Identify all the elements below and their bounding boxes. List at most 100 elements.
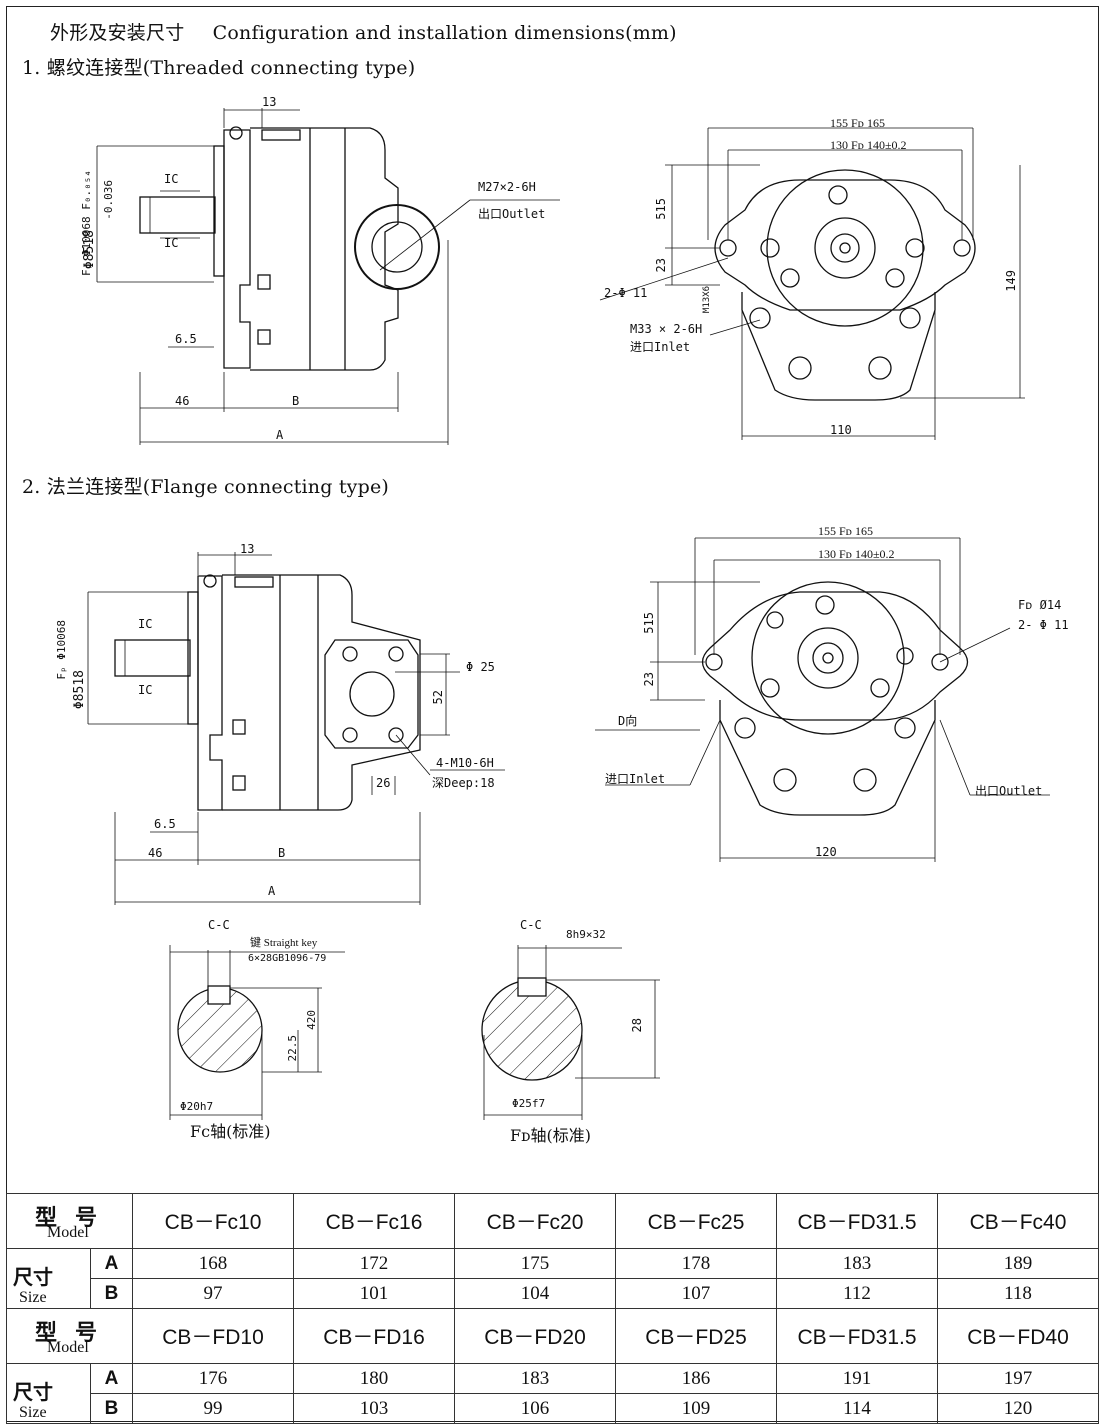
fc-b-value: 107: [615, 1278, 777, 1309]
size-header: 尺寸 Size: [6, 1248, 91, 1309]
fd-dia: Φ25f7: [512, 1097, 546, 1110]
d2-dim-13: 13: [240, 542, 255, 556]
fc-a-value: 175: [454, 1248, 616, 1279]
dim-b: B: [292, 394, 300, 408]
section2-heading: 2. 法兰连接型(Flange connecting type): [22, 476, 390, 498]
fc-model: CB－Fc25: [615, 1193, 777, 1249]
d2-ic-top: IC: [138, 617, 153, 631]
fc-model-row: 型号 Model CB－Fc10 CB－Fc16 CB－Fc20 CB－Fc25…: [6, 1193, 1099, 1249]
d2-dim-a: A: [268, 884, 276, 898]
d2-phi25: Φ 25: [466, 660, 495, 674]
section1-heading: 1. 螺纹连接型(Threaded connecting type): [22, 57, 416, 79]
fd-a-value: 191: [776, 1363, 938, 1394]
fd-a-row: 尺寸 Size A 176 180 183 186 191 197: [6, 1363, 1099, 1424]
fd-b-value: 120: [937, 1393, 1099, 1424]
d2-dim-46: 46: [148, 846, 163, 860]
fc-model: CB－Fc40: [937, 1193, 1099, 1249]
fc-model: CB－Fc20: [454, 1193, 616, 1249]
outlet-thread: M27×2-6H: [478, 180, 536, 194]
title-cn: 外形及安装尺寸: [50, 22, 185, 44]
end1-dim-130: 130 Fᴅ 140±0.2: [830, 138, 907, 152]
fc-key-spec: 6×28GB1096-79: [248, 953, 327, 964]
end2-dim-120: 120: [815, 845, 837, 859]
fc-b-value: 112: [776, 1278, 938, 1309]
fc-b-row: B 97 101 104 107 112 118: [7, 1278, 1099, 1309]
fd-dim-28: 28: [630, 1018, 644, 1033]
fd-b-value: 99: [132, 1393, 294, 1424]
model-header: 型号 Model: [6, 1193, 133, 1249]
fc-model: CB－Fc16: [293, 1193, 455, 1249]
end2-inlet: 进口Inlet: [605, 772, 666, 786]
ic-top-label: IC: [164, 172, 179, 186]
fc-key: 键 Straight key: [250, 937, 318, 949]
dim-a: A: [276, 428, 284, 442]
d2-dim-6-5: 6.5: [154, 817, 176, 831]
d2-dim-b: B: [278, 846, 286, 860]
fd-b-value: 106: [454, 1393, 616, 1424]
end2-holes: 2- Φ 11: [1018, 618, 1069, 632]
fc-caption: Fc轴(标准): [190, 1122, 271, 1141]
end1-m33: M33 × 2-6H: [630, 322, 703, 336]
model-header: 型号 Model: [6, 1308, 133, 1364]
end2-dim-155: 155 Fᴅ 165: [818, 524, 873, 538]
fc-b-value: 97: [132, 1278, 294, 1309]
fd-a-value: 176: [132, 1363, 294, 1394]
d2-deep: 深Deep:18: [432, 776, 495, 790]
fc-model: CB－Fc10: [132, 1193, 294, 1249]
dim-6-5: 6.5: [175, 332, 197, 346]
row-label-b: B: [90, 1393, 133, 1424]
end1-inlet: 进口Inlet: [630, 340, 691, 354]
fd-model: CB－FD20: [454, 1308, 616, 1364]
fd-spline: 8h9×32: [566, 928, 606, 941]
size-header: 尺寸 Size: [6, 1363, 91, 1424]
fd-model: CB－FD16: [293, 1308, 455, 1364]
spec-table: 型号 Model CB－Fc10 CB－Fc16 CB－Fc20 CB－Fc25…: [6, 1193, 1099, 1424]
fd-caption: Fᴅ轴(标准): [510, 1126, 591, 1145]
fd-b-value: 114: [776, 1393, 938, 1424]
fc-a-value: 189: [937, 1248, 1099, 1279]
fd-section-label: C-C: [520, 918, 542, 932]
row-label-a: A: [90, 1248, 133, 1279]
fc-dim-20: 420: [305, 1010, 318, 1030]
fd-b-row: B 99 103 106 109 114 120: [7, 1393, 1099, 1424]
d2-threads: 4-M10-6H: [436, 756, 494, 770]
end1-holes: 2-Φ 11: [604, 286, 648, 300]
end2-d-view: D向: [618, 714, 638, 728]
fd-model-row: 型号 Model CB－FD10 CB－FD16 CB－FD20 CB－FD25…: [6, 1308, 1099, 1364]
fc-a-value: 172: [293, 1248, 455, 1279]
fd-model: CB－FD10: [132, 1308, 294, 1364]
row-label-b: B: [90, 1278, 133, 1309]
fd-a-value: 183: [454, 1363, 616, 1394]
end1-dim-110: 110: [830, 423, 852, 437]
fc-dia: Φ20h7: [180, 1100, 214, 1113]
dim-46: 46: [175, 394, 190, 408]
end1-dim-155: 155 Fᴅ 165: [830, 116, 885, 130]
ic-bottom-label: IC: [164, 236, 179, 250]
fc-a-value: 183: [776, 1248, 938, 1279]
fd-model: CB－FD31.5: [776, 1308, 938, 1364]
fc-a-row: 尺寸 Size A 168 172 175 178 183 189: [6, 1248, 1099, 1309]
fc-b-value: 104: [454, 1278, 616, 1309]
row-label-a: A: [90, 1363, 133, 1394]
title: 外形及安装尺寸 Configuration and installation d…: [50, 18, 677, 45]
fd-a-value: 186: [615, 1363, 777, 1394]
fc-model: CB－FD31.5: [776, 1193, 938, 1249]
fd-model: CB－FD25: [615, 1308, 777, 1364]
d2-ic-bottom: IC: [138, 683, 153, 697]
fd-a-value: 180: [293, 1363, 455, 1394]
d2-dim-26: 26: [376, 776, 391, 790]
title-en: Configuration and installation dimension…: [212, 22, 677, 44]
end2-fd14: Fᴅ Ø14: [1018, 598, 1062, 612]
fc-section-label: C-C: [208, 918, 230, 932]
end2-outlet: 出口Outlet: [975, 784, 1043, 798]
outlet-label: 出口Outlet: [478, 207, 546, 221]
fd-b-value: 109: [615, 1393, 777, 1424]
end2-dim-130: 130 Fᴅ 140±0.2: [818, 547, 895, 561]
fc-a-value: 168: [132, 1248, 294, 1279]
fd-a-value: 197: [937, 1363, 1099, 1394]
